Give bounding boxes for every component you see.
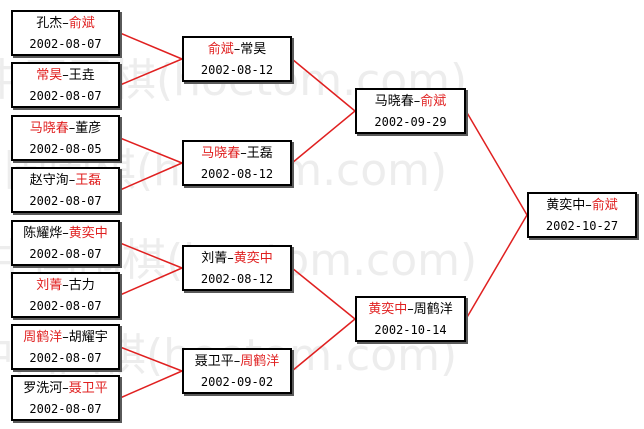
match-players: 罗洗河–聂卫平 xyxy=(23,381,108,396)
player-2: 董彦 xyxy=(75,121,102,136)
player-2: 周鹤洋 xyxy=(413,302,453,317)
player-1: 周鹤洋 xyxy=(23,330,63,345)
match-date: 2002-08-12 xyxy=(200,63,274,77)
connector-line xyxy=(119,267,183,296)
player-1: 马晓春 xyxy=(374,94,414,109)
player-1: 赵守洵 xyxy=(29,173,69,188)
player-1: 俞斌 xyxy=(207,42,234,57)
match-date: 2002-08-07 xyxy=(29,299,102,313)
match-date: 2002-08-07 xyxy=(29,402,102,416)
match-players: 黄奕中–周鹤洋 xyxy=(368,302,453,317)
connector-line xyxy=(119,58,183,86)
match-box: 黄奕中–周鹤洋 2002-10-14 xyxy=(355,296,466,342)
match-date: 2002-08-12 xyxy=(200,272,274,286)
player-2: 黄奕中 xyxy=(233,251,273,266)
player-1: 聂卫平 xyxy=(194,354,234,369)
player-2: 俞斌 xyxy=(591,198,618,213)
connector-line xyxy=(119,162,183,191)
match-date: 2002-08-07 xyxy=(29,89,102,103)
match-date: 2002-08-12 xyxy=(200,167,274,181)
match-box: 马晓春–董彦 2002-08-05 xyxy=(11,115,120,161)
match-players: 周鹤洋–胡耀宇 xyxy=(23,330,108,345)
connector-line xyxy=(291,110,356,164)
match-box: 常昊–王垚 2002-08-07 xyxy=(11,62,120,108)
match-players: 马晓春–王磊 xyxy=(201,146,273,161)
connector-line xyxy=(119,346,183,372)
player-2: 王垚 xyxy=(68,68,95,83)
player-2: 周鹤洋 xyxy=(240,354,280,369)
match-box: 赵守洵–王磊 2002-08-07 xyxy=(11,167,120,213)
player-1: 刘菁 xyxy=(201,251,228,266)
connector-line xyxy=(291,318,356,372)
player-2: 黄奕中 xyxy=(68,226,108,241)
match-players: 聂卫平–周鹤洋 xyxy=(194,354,280,369)
player-1: 常昊 xyxy=(36,68,63,83)
match-date: 2002-08-07 xyxy=(29,247,102,261)
match-box: 周鹤洋–胡耀宇 2002-08-07 xyxy=(11,324,120,370)
connector-line xyxy=(291,58,356,112)
player-1: 马晓春 xyxy=(201,146,241,161)
player-1: 孔杰 xyxy=(36,16,63,31)
connector-line xyxy=(119,32,183,60)
player-1: 刘菁 xyxy=(36,278,63,293)
match-players: 马晓春–俞斌 xyxy=(374,94,447,109)
player-1: 陈耀烨 xyxy=(23,226,63,241)
connector-line xyxy=(119,370,183,399)
player-1: 罗洗河 xyxy=(23,381,63,396)
player-1: 马晓春 xyxy=(29,121,69,136)
match-box: 聂卫平–周鹤洋 2002-09-02 xyxy=(182,348,292,394)
player-2: 王磊 xyxy=(75,173,102,188)
match-date: 2002-08-07 xyxy=(29,194,102,208)
match-date: 2002-09-29 xyxy=(374,115,447,129)
match-date: 2002-10-27 xyxy=(545,219,619,233)
connector-line xyxy=(465,110,528,216)
connector-line xyxy=(291,267,356,320)
match-players: 刘菁–黄奕中 xyxy=(201,251,273,266)
match-box: 马晓春–王磊 2002-08-12 xyxy=(182,140,292,186)
player-2: 常昊 xyxy=(240,42,267,57)
match-box: 俞斌–常昊 2002-08-12 xyxy=(182,36,292,82)
player-1: 黄奕中 xyxy=(546,198,586,213)
player-2: 俞斌 xyxy=(68,16,95,31)
match-box: 黄奕中–俞斌 2002-10-27 xyxy=(527,192,637,238)
match-players: 陈耀烨–黄奕中 xyxy=(23,226,108,241)
match-box: 孔杰–俞斌 2002-08-07 xyxy=(11,10,120,56)
connector-line xyxy=(119,137,183,164)
match-date: 2002-08-07 xyxy=(29,37,102,51)
match-players: 刘菁–古力 xyxy=(36,278,95,293)
player-2: 聂卫平 xyxy=(68,381,108,396)
connector-line xyxy=(119,242,183,269)
match-players: 俞斌–常昊 xyxy=(207,42,267,57)
match-date: 2002-09-02 xyxy=(200,375,274,389)
match-players: 孔杰–俞斌 xyxy=(36,16,95,31)
match-players: 马晓春–董彦 xyxy=(29,121,102,136)
player-2: 王磊 xyxy=(246,146,273,161)
match-box: 刘菁–黄奕中 2002-08-12 xyxy=(182,245,292,291)
player-2: 俞斌 xyxy=(420,94,447,109)
player-2: 胡耀宇 xyxy=(68,330,108,345)
match-box: 马晓春–俞斌 2002-09-29 xyxy=(355,88,466,134)
player-1: 黄奕中 xyxy=(368,302,408,317)
match-date: 2002-08-07 xyxy=(29,351,102,365)
match-box: 刘菁–古力 2002-08-07 xyxy=(11,272,120,318)
player-2: 古力 xyxy=(68,278,95,293)
match-players: 常昊–王垚 xyxy=(36,68,95,83)
match-players: 黄奕中–俞斌 xyxy=(546,198,618,213)
match-box: 罗洗河–聂卫平 2002-08-07 xyxy=(11,375,120,421)
connector-line xyxy=(465,214,528,320)
match-date: 2002-10-14 xyxy=(374,323,447,337)
match-box: 陈耀烨–黄奕中 2002-08-07 xyxy=(11,220,120,266)
match-date: 2002-08-05 xyxy=(29,142,102,156)
match-players: 赵守洵–王磊 xyxy=(29,173,102,188)
